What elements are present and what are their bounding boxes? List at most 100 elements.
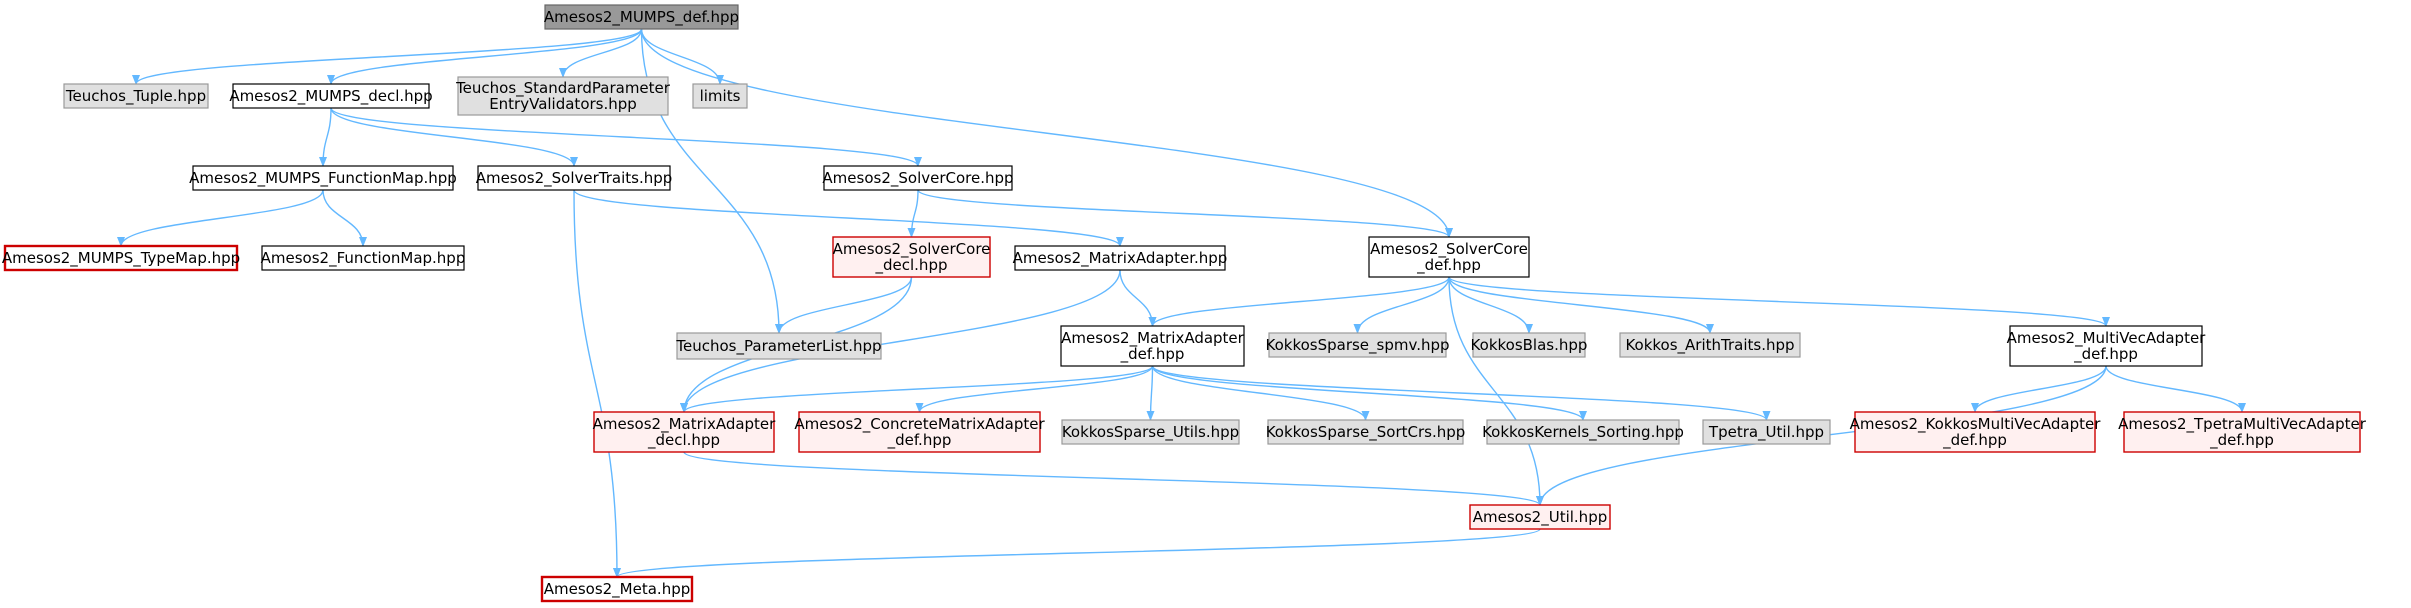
edge-sc_def-to-blas <box>1448 276 1533 334</box>
node-amesos2-tpetramultivecadapter-def-hpp[interactable]: Amesos2_TpetraMultiVecAdapter_def.hpp <box>2118 411 2367 453</box>
node-box <box>232 83 430 109</box>
node-amesos2-matrixadapter-def-hpp[interactable]: Amesos2_MatrixAdapter_def.hpp <box>1060 325 1245 367</box>
node-box <box>676 332 882 360</box>
node-box <box>1854 411 2096 453</box>
node-label: _def.hpp <box>1120 345 1185 364</box>
node-amesos2-solvercore-decl-hpp[interactable]: Amesos2_SolverCore_decl.hpp <box>832 236 991 278</box>
node-label: KokkosSparse_SortCrs.hpp <box>1266 423 1466 442</box>
node-label: EntryValidators.hpp <box>489 95 637 113</box>
node-box <box>1469 504 1611 530</box>
node-label: Teuchos_Tuple.hpp <box>65 87 206 106</box>
node-label: KokkosKernels_Sorting.hpp <box>1482 423 1684 442</box>
node-teuchos-tuple-hpp[interactable]: Teuchos_Tuple.hpp <box>63 83 209 109</box>
edge-mumps_decl-to-solvertraits <box>330 107 578 167</box>
node-kokkosblas-hpp[interactable]: KokkosBlas.hpp <box>1471 332 1588 358</box>
edge-root-to-mumps_decl <box>327 28 643 85</box>
node-amesos2-mumps-functionmap-hpp[interactable]: Amesos2_MUMPS_FunctionMap.hpp <box>189 165 457 191</box>
node-label: Teuchos_StandardParameter <box>455 79 671 98</box>
node-box <box>1014 245 1226 271</box>
node-kokkossparse-spmv-hpp[interactable]: KokkosSparse_spmv.hpp <box>1265 332 1450 358</box>
edge-matadapter-to-ma_def <box>1119 269 1157 327</box>
node-box <box>823 165 1013 191</box>
node-label: Kokkos_ArithTraits.hpp <box>1625 336 1794 355</box>
edge-ma_decl-to-util <box>683 451 1544 506</box>
node-label: Amesos2_MultiVecAdapter <box>2007 329 2207 348</box>
edge-mumps_fmap-to-fmap <box>322 189 367 247</box>
edge-sc_decl-to-paramlist <box>775 276 913 334</box>
node-box <box>1368 236 1530 278</box>
node-amesos2-solvercore-hpp[interactable]: Amesos2_SolverCore.hpp <box>822 165 1014 191</box>
node-kokkossparse-utils-hpp[interactable]: KokkosSparse_Utils.hpp <box>1061 419 1240 445</box>
node-label: Amesos2_KokkosMultiVecAdapter <box>1850 415 2102 434</box>
edge-util-to-meta <box>613 528 1541 578</box>
node-label: Amesos2_SolverCore <box>1370 240 1528 259</box>
edge-ma_def-to-kk_sorting <box>1151 365 1587 421</box>
node-label: Amesos2_MUMPS_TypeMap.hpp <box>2 249 240 268</box>
node-label: KokkosSparse_spmv.hpp <box>1265 336 1449 355</box>
node-box <box>832 236 991 278</box>
edge-sc_def-to-spmv <box>1353 276 1450 334</box>
node-tpetra-util-hpp[interactable]: Tpetra_Util.hpp <box>1702 419 1831 445</box>
node-amesos2-mumps-typemap-hpp[interactable]: Amesos2_MUMPS_TypeMap.hpp <box>2 244 240 272</box>
node-box <box>3 244 239 272</box>
node-label: Amesos2_MatrixAdapter <box>1061 329 1245 348</box>
edge-mumps_fmap-to-mumps_tmap <box>117 189 324 247</box>
edge-solvertraits-to-meta <box>573 189 621 578</box>
edge-mumps_decl-to-solvercore <box>330 107 922 167</box>
edge-solvercore-to-sc_decl <box>907 189 919 238</box>
node-box <box>1702 419 1831 445</box>
node-box <box>1472 332 1586 358</box>
node-amesos2-concretematrixadapter-def-hpp[interactable]: Amesos2_ConcreteMatrixAdapter_def.hpp <box>794 411 1045 453</box>
edge-ma_def-to-ks_sortcrs <box>1151 365 1370 421</box>
node-amesos2-meta-hpp[interactable]: Amesos2_Meta.hpp <box>540 575 694 603</box>
node-box <box>477 165 671 191</box>
node-label: Amesos2_MatrixAdapter.hpp <box>1013 249 1228 268</box>
edge-mva_def-to-tmva_def <box>2105 365 2246 413</box>
node-box <box>692 83 748 109</box>
node-amesos2-solvercore-def-hpp[interactable]: Amesos2_SolverCore_def.hpp <box>1368 236 1530 278</box>
node-label: Amesos2_Meta.hpp <box>544 580 691 599</box>
node-amesos2-matrixadapter-decl-hpp[interactable]: Amesos2_MatrixAdapter_decl.hpp <box>593 411 777 453</box>
node-box <box>1619 332 1801 358</box>
node-amesos2-mumps-decl-hpp[interactable]: Amesos2_MUMPS_decl.hpp <box>229 83 433 109</box>
node-amesos2-solvertraits-hpp[interactable]: Amesos2_SolverTraits.hpp <box>476 165 673 191</box>
node-kokkos-arithtraits-hpp[interactable]: Kokkos_ArithTraits.hpp <box>1619 332 1801 358</box>
edge-sc_def-to-arith <box>1448 276 1714 334</box>
node-label: _def.hpp <box>2209 431 2274 450</box>
edge-ma_def-to-tpetra_util <box>1151 365 1771 421</box>
node-amesos2-matrixadapter-hpp[interactable]: Amesos2_MatrixAdapter.hpp <box>1013 245 1228 271</box>
node-box <box>63 83 209 109</box>
node-limits[interactable]: limits <box>692 83 748 109</box>
node-label: Amesos2_MUMPS_decl.hpp <box>229 87 432 106</box>
node-amesos2-functionmap-hpp[interactable]: Amesos2_FunctionMap.hpp <box>261 245 466 271</box>
node-label: _def.hpp <box>887 431 952 450</box>
node-label: _decl.hpp <box>875 256 948 275</box>
node-box <box>1486 419 1680 445</box>
node-kokkoskernels-sorting-hpp[interactable]: KokkosKernels_Sorting.hpp <box>1482 419 1684 445</box>
node-box <box>2009 325 2203 367</box>
node-teuchos-standardparameterentryvalidators-hpp[interactable]: Teuchos_StandardParameterEntryValidators… <box>455 76 671 116</box>
node-label: _def.hpp <box>1942 431 2007 450</box>
node-box <box>1061 419 1240 445</box>
node-label: Amesos2_SolverCore.hpp <box>822 169 1013 188</box>
node-label: Amesos2_TpetraMultiVecAdapter <box>2118 415 2367 434</box>
node-label: Amesos2_SolverCore <box>833 240 991 259</box>
node-amesos2-mumps-def-hpp[interactable]: Amesos2_MUMPS_def.hpp <box>544 4 739 30</box>
node-teuchos-parameterlist-hpp[interactable]: Teuchos_ParameterList.hpp <box>675 332 882 360</box>
node-box <box>798 411 1041 453</box>
node-label: Amesos2_MUMPS_def.hpp <box>544 8 739 27</box>
node-amesos2-kokkosmultivecadapter-def-hpp[interactable]: Amesos2_KokkosMultiVecAdapter_def.hpp <box>1850 411 2102 453</box>
edge-sc_def-to-ma_def <box>1148 276 1450 327</box>
node-label: Teuchos_ParameterList.hpp <box>675 337 881 356</box>
node-amesos2-util-hpp[interactable]: Amesos2_Util.hpp <box>1469 504 1611 530</box>
node-amesos2-multivecadapter-def-hpp[interactable]: Amesos2_MultiVecAdapter_def.hpp <box>2007 325 2207 367</box>
edge-ma_def-to-ks_utils <box>1146 365 1155 421</box>
edge-mva_def-to-kmva_def <box>1971 365 2107 413</box>
node-kokkossparse-sortcrs-hpp[interactable]: KokkosSparse_SortCrs.hpp <box>1266 419 1466 445</box>
node-label: Amesos2_ConcreteMatrixAdapter <box>794 415 1045 434</box>
node-label: _def.hpp <box>2073 345 2138 364</box>
node-box <box>2123 411 2361 453</box>
edge-root-to-limits <box>640 28 724 85</box>
node-box <box>544 4 739 30</box>
